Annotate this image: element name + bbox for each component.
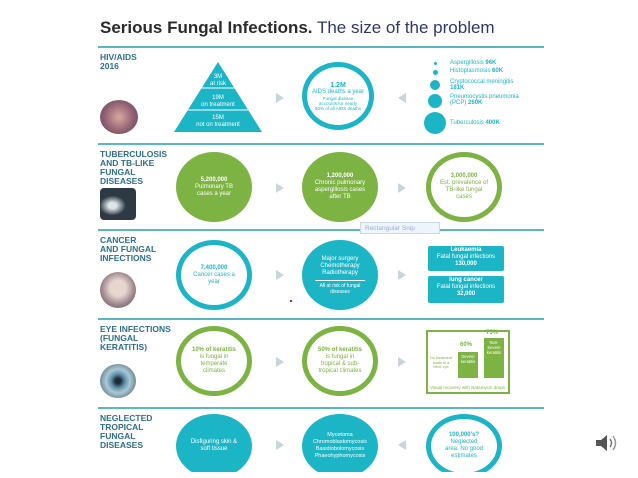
eye-image [100,364,136,398]
aids-deaths-note: Fungal disease accounts for nearly 50% o… [314,95,362,111]
section-divider [98,407,544,409]
cancer-circle-1: 7,400,000 Cancer cases a year [176,240,252,310]
leukaemia-box: Leukaemia Fatal fungal infections 130,00… [428,246,504,271]
tb-circle-3: 3,000,000 Est. prevalence of TB-like fun… [426,152,502,222]
arrow-right-icon [398,270,406,280]
hiv-image [100,100,138,134]
legend-dot [434,62,437,65]
slide-title: Serious Fungal Infections. The size of t… [100,18,495,38]
section-label-hiv: HIV/AIDS 2016 [100,52,137,71]
bar-severe: Severe keratitis [458,352,478,378]
section-divider [98,143,544,145]
section-label-ntd: NEGLECTED TROPICAL FUNGAL DISEASES [100,413,153,450]
section-label-cancer: CANCER AND FUNGAL INFECTIONS [100,235,157,263]
eye-circle-2: 50% of keratitis is fungal in tropical &… [302,326,378,396]
arrow-right-icon [276,357,284,367]
cancer-patient-image [100,272,136,308]
title-rest: The size of the problem [316,18,495,37]
legend-dot [430,80,440,90]
legend-item: Pneumocystis pneumonia (PCP) 260K [450,94,519,106]
arrow-left-icon [398,93,406,103]
tb-circle-1: 5,200,000 Pulmonary TB cases a year [176,152,252,222]
arrow-right-icon [398,183,406,193]
section-divider [98,318,544,320]
legend-dot [428,94,442,108]
lung-cancer-box: lung cancer Fatal fungal infections 32,0… [428,276,504,303]
legend-item: Aspergillosis 96K [450,60,497,66]
ntd-circle-3: 100,000's? Neglected area. No good estim… [426,414,502,472]
aids-deaths-circle: 1.2M AIDS deaths a year Fungal disease a… [302,62,374,130]
pyramid-bottom: 15M not on treatment [196,115,240,128]
slide: Serious Fungal Infections. The size of t… [92,0,548,472]
section-label-eye: EYE INFECTIONS (FUNGAL KERATITIS) [100,324,171,352]
pyramid-mid: 19M on treatment [201,95,235,108]
arrow-right-icon [276,183,284,193]
bar-non-severe: Non-Severe keratitis [484,338,504,378]
red-dot [290,300,292,302]
arrow-right-icon [276,270,284,280]
bar-no-treatment-label: No treatment leads to a blind eye [430,356,452,369]
aids-deaths-value: 1.2M [330,81,346,89]
bar-severe-value: 60% [460,342,473,348]
legend-dot [424,112,446,134]
pyramid-top: 3M at risk [209,74,226,87]
cancer-circle-2: Major surgery Chemotherapy Radiotherapy … [302,240,378,310]
section-divider [98,229,544,231]
legend-item: Cryptococcal meningitis 181K [450,79,514,91]
bar-non-severe-value: 75% [486,330,499,336]
ntd-circle-2: Mycetoma Chromoblastomycosis Basidiobolo… [302,414,378,472]
bar-no-treatment [432,376,452,378]
keratitis-bar-chart: No treatment leads to a blind eye Severe… [426,330,510,394]
tb-circle-2: 1,200,000 Chronic pulmonary aspergillosi… [302,152,378,222]
arrow-right-icon [276,93,284,103]
ntd-circle-1: Disfiguring skin & soft tissue [176,414,252,472]
tb-xray-image [100,188,136,220]
hiv-pyramid [174,62,262,132]
arrow-left-icon [398,440,406,450]
legend-item: Histoplasmosis 60K [450,68,504,74]
bar-caption: Visual recovery with Natamycin drops [430,385,505,390]
rectangular-snip-label: Rectangular Snip [360,222,440,234]
arrow-right-icon [276,440,284,450]
aids-deaths-line: AIDS deaths a year [311,88,365,95]
speaker-icon[interactable] [594,432,620,454]
eye-circle-1: 10% of keratitis is fungal in temperate … [176,326,252,396]
legend-item: Tuberculosis 400K [450,120,500,126]
title-bold: Serious Fungal Infections. [100,18,313,37]
section-label-tb: TUBERCULOSIS AND TB-LIKE FUNGAL DISEASES [100,149,168,186]
section-divider [98,46,544,48]
legend-dot [433,70,438,75]
arrow-right-icon [398,357,406,367]
